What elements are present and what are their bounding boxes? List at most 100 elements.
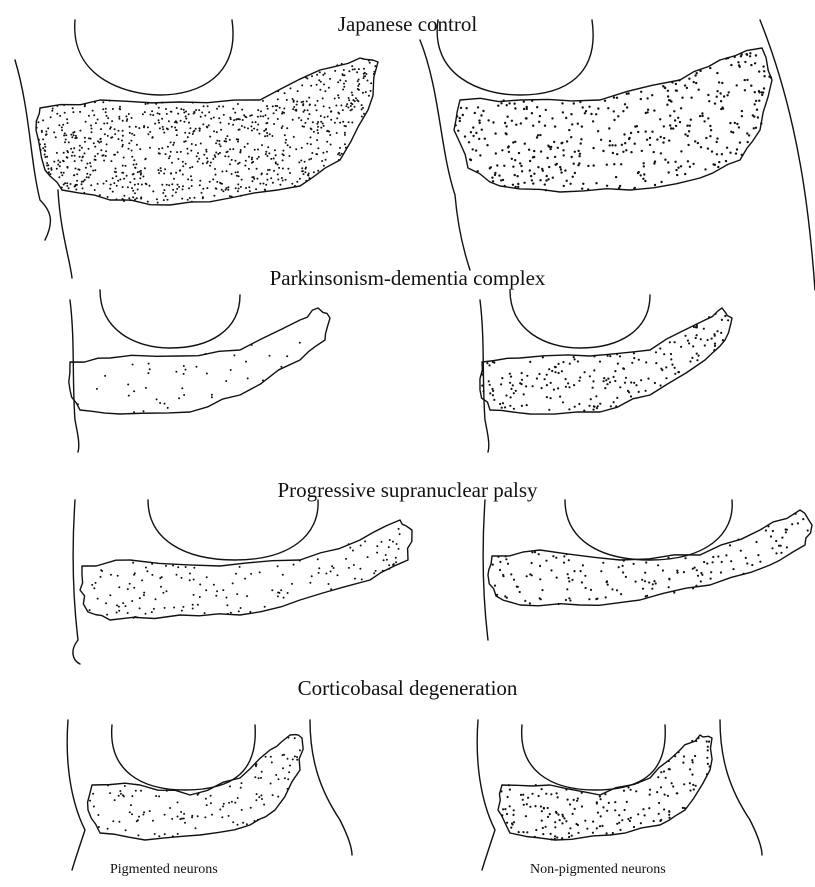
neuron-dot <box>348 97 350 99</box>
neuron-dot <box>350 102 352 104</box>
neuron-dot <box>578 403 580 405</box>
neuron-dot <box>113 182 115 184</box>
neuron-dot <box>622 571 624 573</box>
neuron-dot <box>172 144 174 146</box>
neuron-dot <box>716 137 718 139</box>
neuron-dot <box>514 141 516 143</box>
neuron-dot <box>156 398 158 400</box>
neuron-dot <box>554 371 556 373</box>
neuron-dot <box>600 139 602 141</box>
neuron-dot <box>741 53 743 55</box>
neuron-dot <box>158 148 160 150</box>
neuron-dot <box>350 105 352 107</box>
neuron-dot <box>134 184 136 186</box>
neuron-dot <box>330 144 332 146</box>
neuron-dot <box>683 571 685 573</box>
neuron-dot <box>183 112 185 114</box>
neuron-dot <box>320 121 322 123</box>
neuron-dot <box>660 384 662 386</box>
neuron-dot <box>607 355 609 357</box>
neuron-dot <box>494 585 496 587</box>
neuron-dot <box>137 819 139 821</box>
neuron-dot <box>330 570 332 572</box>
neuron-dot <box>118 795 120 797</box>
neuron-dot <box>701 115 703 117</box>
neuron-dot <box>707 94 709 96</box>
neuron-dot <box>195 827 197 829</box>
neuron-dot <box>334 98 336 100</box>
neuron-dot <box>207 161 209 163</box>
neuron-dot <box>347 107 349 109</box>
neuron-dot <box>569 803 571 805</box>
neuron-dot <box>293 100 295 102</box>
neuron-dot <box>647 109 649 111</box>
neuron-dot <box>683 755 685 757</box>
neuron-dot <box>699 70 701 72</box>
neuron-dot <box>118 610 120 612</box>
neuron-dot <box>283 597 285 599</box>
neuron-dot <box>237 163 239 165</box>
neuron-dot <box>343 69 345 71</box>
neuron-dot <box>499 569 501 571</box>
neuron-dot <box>526 803 528 805</box>
neuron-dot <box>720 571 722 573</box>
neuron-dot <box>182 161 184 163</box>
neuron-dot <box>706 562 708 564</box>
neuron-dot <box>530 175 532 177</box>
neuron-dot <box>151 611 153 613</box>
neuron-dot <box>75 168 77 170</box>
neuron-dot <box>155 598 157 600</box>
neuron-dot <box>669 115 671 117</box>
neuron-dot <box>44 154 46 156</box>
neuron-dot <box>141 184 143 186</box>
neuron-dot <box>198 109 200 111</box>
neuron-dot <box>53 161 55 163</box>
neuron-dot <box>202 123 204 125</box>
neuron-dot <box>322 152 324 154</box>
neuron-dot <box>758 100 760 102</box>
neuron-dot <box>202 163 204 165</box>
neuron-dot <box>324 116 326 118</box>
neuron-dot <box>134 616 136 618</box>
neuron-dot <box>218 117 220 119</box>
neuron-dot <box>491 388 493 390</box>
neuron-dot <box>173 607 175 609</box>
neuron-dot <box>542 833 544 835</box>
neuron-dot <box>726 94 728 96</box>
neuron-dot <box>576 800 578 802</box>
neuron-dot <box>712 561 714 563</box>
neuron-dot <box>119 108 121 110</box>
neuron-dot <box>697 737 699 739</box>
neuron-dot <box>775 540 777 542</box>
neuron-dot <box>287 788 289 790</box>
neuron-dot <box>36 127 38 129</box>
neuron-dot <box>497 105 499 107</box>
neuron-dot <box>206 576 208 578</box>
neuron-dot <box>505 558 507 560</box>
neuron-dot <box>117 180 119 182</box>
neuron-dot <box>506 104 508 106</box>
neuron-dot <box>220 182 222 184</box>
neuron-dot <box>538 553 540 555</box>
neuron-dot <box>119 179 121 181</box>
neuron-dot <box>602 150 604 152</box>
neuron-dot <box>93 587 95 589</box>
neuron-dot <box>575 823 577 825</box>
neuron-dot <box>514 159 516 161</box>
neuron-dot <box>317 126 319 128</box>
neuron-dot <box>324 90 326 92</box>
neuron-dot <box>128 113 130 115</box>
neuron-dot <box>754 103 756 105</box>
neuron-dot <box>637 172 639 174</box>
neuron-dot <box>127 612 129 614</box>
neuron-dot <box>121 146 123 148</box>
neuron-dot <box>722 339 724 341</box>
neuron-dot <box>682 762 684 764</box>
neuron-dot <box>46 133 48 135</box>
neuron-dot <box>183 365 185 367</box>
neuron-dot <box>613 376 615 378</box>
neuron-dot <box>696 334 698 336</box>
neuron-dot <box>667 557 669 559</box>
neuron-dot <box>165 195 167 197</box>
neuron-dot <box>215 595 217 597</box>
